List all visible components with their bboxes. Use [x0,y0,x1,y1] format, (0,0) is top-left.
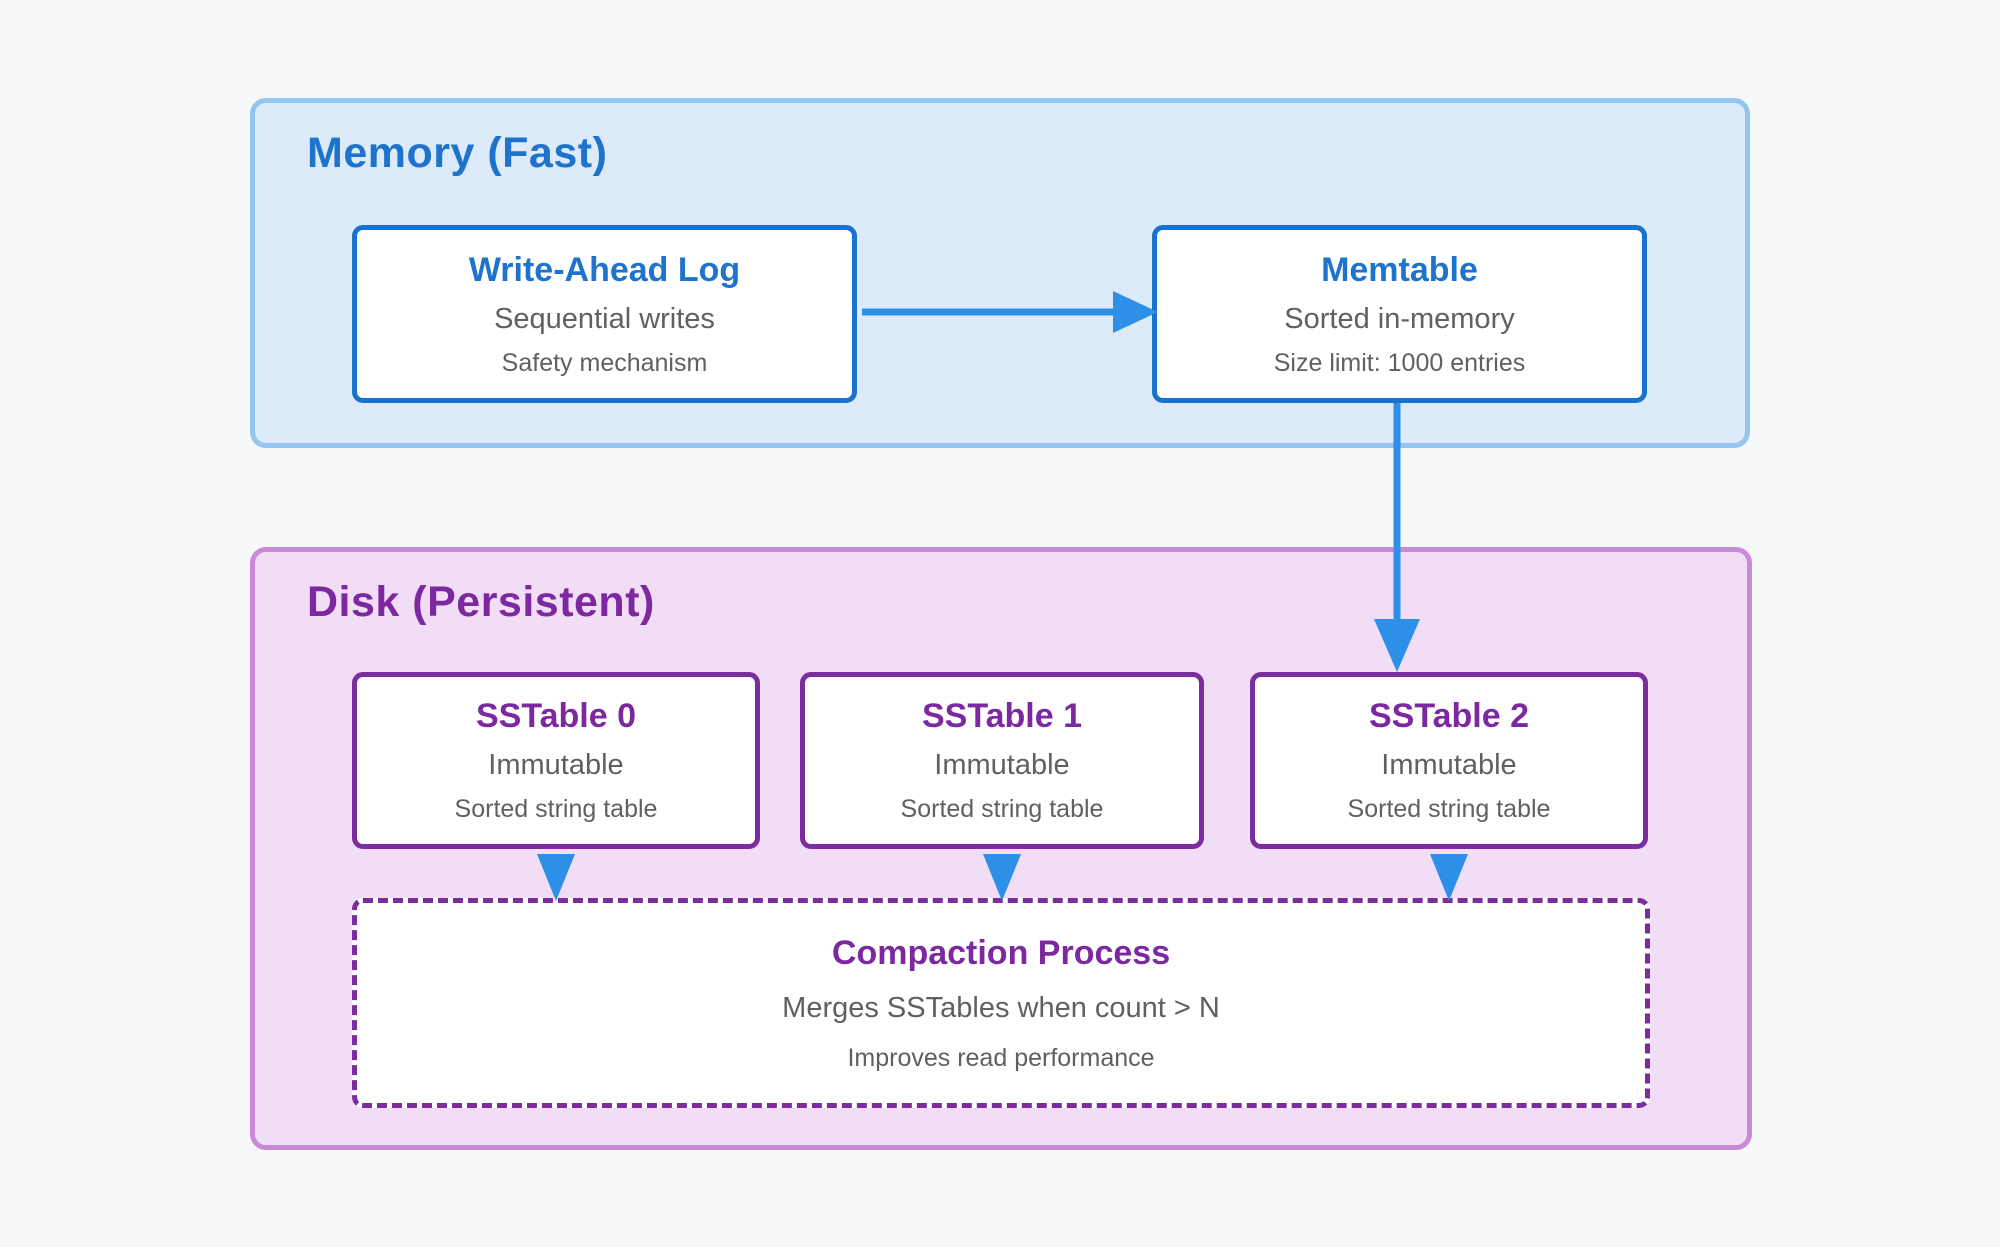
disk-section-title: Disk (Persistent) [307,578,655,626]
node-note: Safety mechanism [501,348,708,377]
node-title: Compaction Process [831,933,1171,972]
memory-section-title: Memory (Fast) [307,129,608,177]
node-title: SSTable 2 [1369,697,1529,735]
node-subtitle: Merges SSTables when count > N [782,991,1220,1024]
compaction-process-node: Compaction Process Merges SSTables when … [352,898,1650,1108]
node-subtitle: Sorted in-memory [1284,302,1515,335]
node-note: Sorted string table [1347,795,1551,823]
node-note: Sorted string table [900,795,1104,823]
node-note: Size limit: 1000 entries [1273,348,1526,377]
node-subtitle: Immutable [1381,749,1517,781]
node-subtitle: Immutable [488,749,624,781]
node-title: Write-Ahead Log [468,250,741,289]
node-subtitle: Sequential writes [494,302,715,335]
memtable-node: Memtable Sorted in-memory Size limit: 10… [1152,225,1647,403]
write-ahead-log-node: Write-Ahead Log Sequential writes Safety… [352,225,857,403]
node-note: Sorted string table [454,795,658,823]
node-subtitle: Immutable [934,749,1070,781]
node-title: SSTable 1 [922,697,1082,735]
sstable-1-node: SSTable 1 Immutable Sorted string table [800,672,1204,849]
node-title: Memtable [1321,250,1478,289]
sstable-0-node: SSTable 0 Immutable Sorted string table [352,672,760,849]
sstable-2-node: SSTable 2 Immutable Sorted string table [1250,672,1648,849]
node-title: SSTable 0 [476,697,636,735]
node-note: Improves read performance [847,1043,1155,1072]
